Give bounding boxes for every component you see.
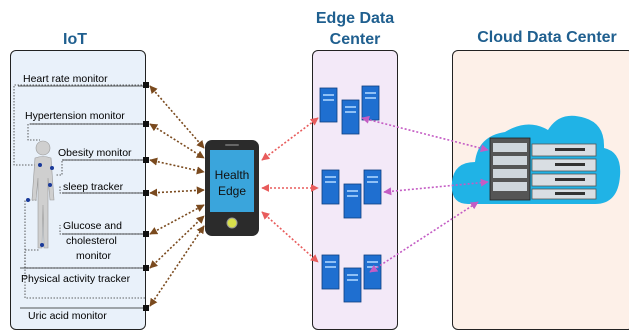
edge-cluster-top: [319, 85, 380, 135]
server-rack-icon: [319, 85, 382, 303]
label-glucose-line2: cholesterol: [66, 235, 117, 247]
label-uric-acid-monitor: Uric acid monitor: [28, 310, 107, 322]
label-physical-activity-tracker: Physical activity tracker: [21, 273, 131, 285]
label-lines: [18, 85, 145, 309]
label-glucose-line3: monitor: [76, 250, 112, 262]
edge-title-line1: Edge Data: [315, 10, 395, 27]
label-glucose-line1: Glucose and: [63, 220, 122, 232]
iot-to-edge-arrows: [149, 85, 205, 307]
label-sleep-tracker: sleep tracker: [63, 181, 124, 193]
connector-ports: [143, 82, 149, 311]
human-body-icon: [31, 140, 55, 249]
phone-label-line2: Edge: [217, 184, 247, 198]
phone-label-line1: Health: [214, 168, 250, 182]
edge-title-line2: Center: [329, 31, 381, 48]
label-hypertension-monitor: Hypertension monitor: [25, 110, 125, 122]
label-obesity-monitor: Obesity monitor: [58, 147, 132, 159]
label-heart-rate-monitor: Heart rate monitor: [23, 73, 108, 85]
edge-to-cloud-arrows: [361, 115, 489, 273]
cloud-title: Cloud Data Center: [477, 29, 617, 46]
server-stack-icon: [489, 137, 597, 201]
sensor-dots: [26, 163, 54, 247]
smartphone-icon: [205, 140, 259, 236]
phone-to-edge-arrows: [261, 117, 319, 263]
edge-cluster-middle: [321, 169, 382, 219]
iot-title: IoT: [63, 31, 87, 48]
